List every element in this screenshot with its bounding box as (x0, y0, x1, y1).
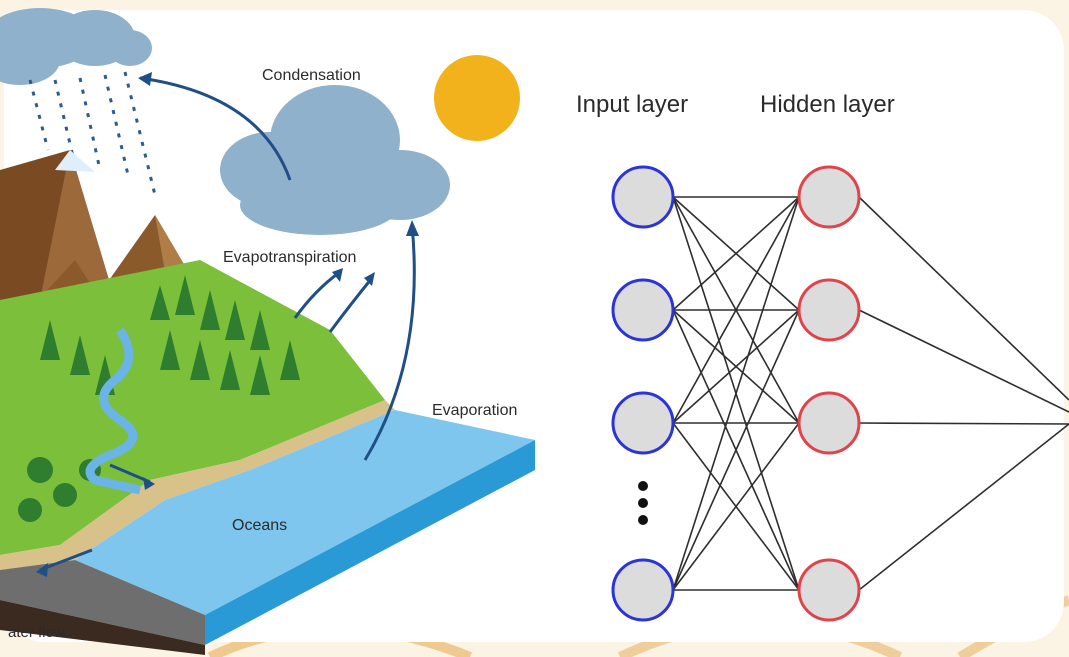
network-edge (672, 309, 800, 591)
rain-drops (28, 71, 157, 196)
condensation-cloud (220, 85, 450, 235)
network-edges (672, 196, 1069, 591)
network-edge (672, 196, 800, 591)
input-layer-header: Input layer (576, 91, 688, 118)
network-edge-output (858, 422, 1069, 425)
hidden-node (797, 278, 861, 342)
ground-side (0, 560, 205, 645)
water-flow-label: ater flow (8, 624, 65, 641)
water-cycle-illustration: Condensation Evapotranspiration Evaporat… (0, 8, 535, 655)
network-edge (672, 422, 800, 591)
network-nodes (611, 165, 861, 622)
evapotranspiration-label: Evapotranspiration (223, 249, 356, 266)
input-node (611, 558, 675, 622)
ocean (75, 410, 535, 615)
network-edge-output (858, 196, 1069, 401)
arrow-heads (36, 72, 419, 577)
input-node (611, 278, 675, 342)
evaporation-label: Evaporation (432, 402, 517, 419)
network-edge (672, 309, 800, 424)
input-node (611, 391, 675, 455)
ground-bottom (0, 600, 205, 655)
network-edge (672, 196, 800, 424)
beach (0, 400, 395, 570)
rain-cloud (0, 8, 152, 85)
hidden-node (797, 558, 861, 622)
neural-network-diagram: Input layer Hidden layer (576, 91, 1069, 622)
ocean-side (205, 440, 535, 645)
oceans-label: Oceans (232, 517, 287, 534)
input-ellipsis (638, 481, 648, 525)
hidden-node (797, 391, 861, 455)
flow-arrows (39, 76, 416, 572)
network-edge-output (858, 309, 1069, 413)
condensation-label: Condensation (262, 67, 361, 84)
network-edge (672, 196, 800, 311)
forest (18, 275, 300, 522)
hidden-node (797, 165, 861, 229)
hidden-layer-header: Hidden layer (760, 91, 895, 118)
river (85, 327, 141, 495)
network-edge-output (858, 423, 1069, 591)
input-node (611, 165, 675, 229)
sun-icon (434, 55, 520, 141)
